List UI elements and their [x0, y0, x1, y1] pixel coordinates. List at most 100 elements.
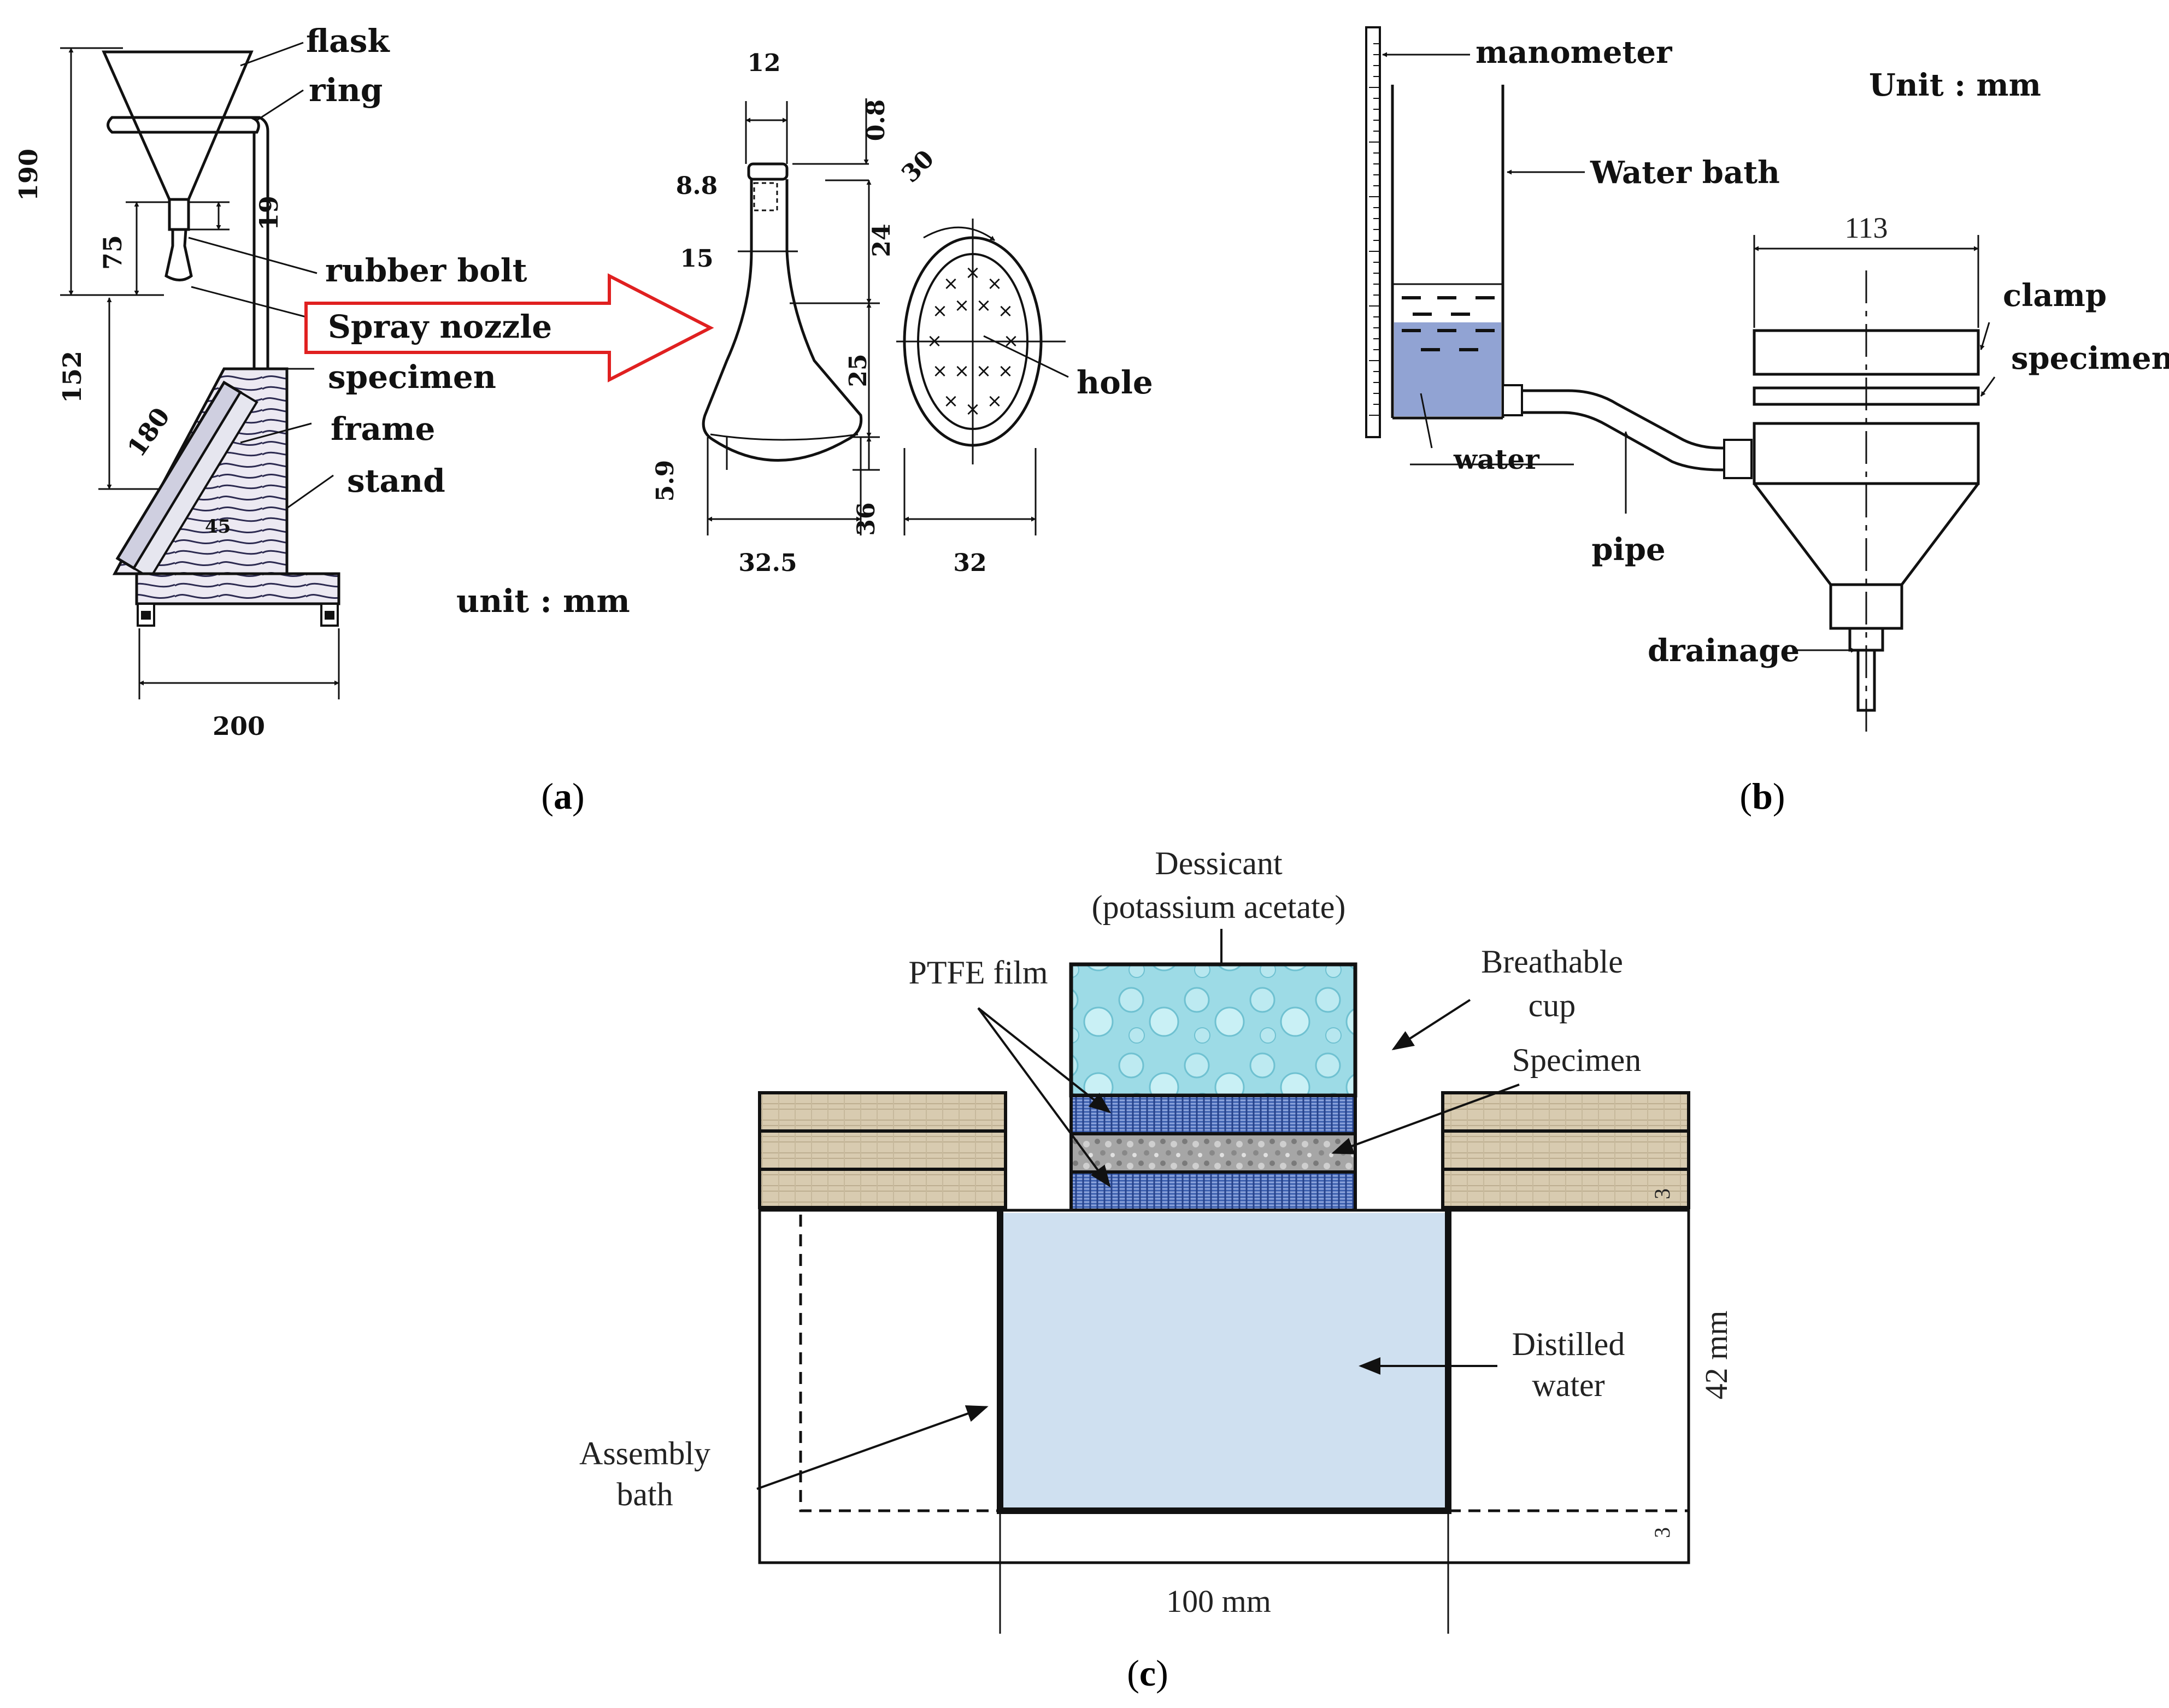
svg-text:×: × [987, 273, 1003, 295]
label-drainage: drainage [1648, 633, 1800, 669]
label-breathable-1: Breathable [1481, 944, 1623, 980]
ptfe-film-bottom [1069, 1170, 1357, 1212]
dimension-152: 152 [57, 297, 164, 490]
dim-180-label: 180 [121, 402, 175, 462]
dim-0-8-label: 0.8 [862, 99, 890, 142]
label-water-bath: Water bath [1590, 155, 1780, 191]
label-stand: stand [347, 462, 445, 499]
label-specimen-c: Specimen [1512, 1042, 1642, 1078]
svg-text:×: × [943, 273, 959, 295]
spacer-stack-right: 3 [1441, 1091, 1690, 1209]
dim-12-label: 12 [747, 49, 780, 77]
dim-5-9-label: 5.9 [651, 460, 679, 502]
svg-text:×: × [954, 295, 970, 316]
svg-text:×: × [932, 300, 948, 322]
dimension-200: 200 [138, 628, 340, 741]
flask-neck [168, 198, 190, 231]
label-rubber-bolt: rubber bolt [325, 252, 527, 289]
nozzle-body [702, 179, 863, 462]
label-distilled-2: water [1532, 1367, 1604, 1403]
svg-text:×: × [932, 360, 948, 382]
label-assembly-1: Assembly [579, 1435, 710, 1471]
caption-b: (b) [1739, 775, 1785, 817]
dim-24-label: 24 [868, 223, 896, 257]
ruler-ticks [1369, 43, 1380, 416]
hole-marks: ××× ×××× ×× ×××× ××× [927, 262, 1019, 420]
label-3-bottom: 3 [1650, 1527, 1674, 1538]
label-water: water [1453, 443, 1539, 475]
ptfe-film-top [1069, 1094, 1357, 1135]
dimension-19: 19 [189, 196, 284, 231]
bath-water [1394, 322, 1501, 416]
nozzle-detail: 12 0.8 8.8 15 24 25 5.9 36 32.5 [651, 49, 896, 577]
dim-152-label: 152 [57, 351, 87, 403]
label-frame: frame [331, 410, 435, 447]
svg-text:×: × [927, 330, 943, 352]
svg-text:×: × [987, 390, 1003, 412]
svg-text:×: × [976, 360, 992, 382]
label-flask: flask [306, 22, 390, 60]
svg-text:×: × [1003, 330, 1019, 352]
label-breathable-2: cup [1529, 987, 1576, 1023]
caption-a: (a) [541, 775, 584, 817]
label-manometer: manometer [1476, 34, 1673, 70]
label-assembly-2: bath [616, 1476, 673, 1512]
dimension-75: 75 [98, 201, 169, 296]
caption-c-letter: c [1139, 1652, 1156, 1694]
dimension-190: 190 [14, 47, 164, 296]
nozzle-face-detail: ××× ×××× ×× ×××× ××× 30 hole 32 [896, 145, 1153, 577]
nozzle-cap [747, 162, 789, 181]
panel-c: Dessicant (potassium acetate) 3 3 100 mm… [579, 845, 1734, 1694]
label-distilled-1: Distilled [1512, 1326, 1625, 1362]
ring-shape [107, 116, 260, 134]
dim-100mm-label: 100 mm [1166, 1583, 1271, 1619]
caption-b-letter: b [1752, 775, 1773, 817]
rubber-bolt-shape [164, 228, 193, 281]
dim-32-5-label: 32.5 [738, 549, 797, 577]
dim-25-label: 25 [844, 354, 872, 387]
label-3-top: 3 [1650, 1188, 1674, 1199]
svg-text:×: × [998, 360, 1014, 382]
label-specimen-b: specimen [2011, 340, 2169, 376]
label-unit-b: Unit : mm [1869, 67, 2041, 103]
label-clamp: clamp [2003, 278, 2107, 314]
label-specimen-a: specimen [328, 358, 496, 396]
connecting-pipe [1522, 389, 1727, 472]
svg-text:×: × [976, 295, 992, 316]
label-dessicant-2: (potassium acetate) [1092, 889, 1346, 925]
panel-a: 190 75 19 152 180 45 [14, 22, 1153, 817]
svg-text:×: × [998, 300, 1014, 322]
specimen-layer [1069, 1132, 1357, 1174]
manometer-ruler [1365, 26, 1381, 438]
label-unit-a: unit : mm [456, 582, 630, 620]
distilled-water-block [1003, 1213, 1445, 1511]
dim-30-label: 30 [896, 145, 939, 188]
spacer-stack-left [758, 1091, 1007, 1209]
caption-a-letter: a [554, 775, 572, 817]
dim-190-label: 190 [14, 149, 43, 201]
dim-19-label: 19 [254, 196, 284, 231]
label-pipe: pipe [1591, 532, 1665, 568]
label-ring: ring [309, 72, 383, 109]
label-hole: hole [1077, 364, 1153, 401]
svg-text:×: × [943, 390, 959, 412]
base-plate [135, 572, 340, 605]
dim-42mm-label: 42 mm [1698, 1311, 1734, 1400]
angle-45-label: 45 [205, 516, 231, 538]
label-spray-nozzle: Spray nozzle [328, 308, 552, 345]
dessicant-block [1069, 962, 1357, 1098]
label-dessicant-1: Dessicant [1155, 845, 1283, 881]
dim-8-8-label: 8.8 [676, 172, 718, 200]
caption-c: (c) [1127, 1652, 1168, 1694]
dim-32-label: 32 [953, 549, 986, 577]
svg-text:×: × [965, 398, 981, 420]
label-ptfe-film: PTFE film [908, 955, 1048, 991]
dim-15-label: 15 [680, 245, 713, 273]
svg-text:×: × [954, 360, 970, 382]
dim-113-label: 113 [1845, 211, 1888, 244]
dim-200-label: 200 [213, 711, 265, 741]
svg-text:×: × [965, 262, 981, 284]
spray-nozzle-arrow [304, 273, 714, 382]
dim-75-label: 75 [98, 235, 127, 270]
